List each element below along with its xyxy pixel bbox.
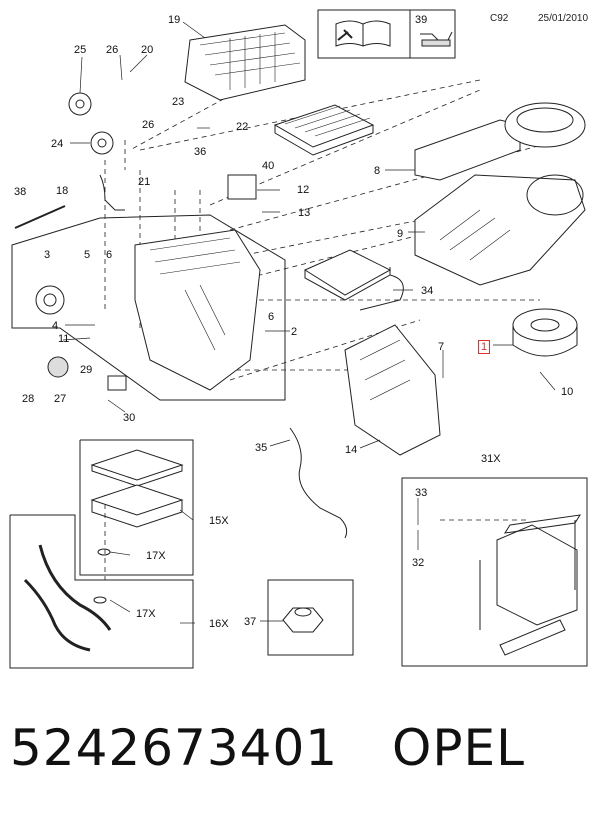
callout: 24 [51,138,64,150]
callout: 36 [194,146,207,158]
callout: 15X [209,515,229,527]
diagram-code: C92 [490,13,509,24]
pipe-16x [38,544,112,631]
callout: 16X [209,618,229,630]
manual-icon-box [317,9,456,59]
callout: 6 [106,249,113,261]
ref-number: 39 [415,14,428,26]
heater-group-outline [401,477,588,667]
callout: 2 [291,326,298,338]
callout: 29 [80,364,93,376]
heater-core-top [184,24,306,101]
callout: 21 [138,176,151,188]
callout: 20 [141,44,154,56]
callout: 23 [172,96,185,108]
harness-35 [289,427,348,539]
part-number: 5242673401 [10,719,339,777]
callout: 17X [146,550,166,562]
callout: 18 [56,185,69,197]
connector-12 [227,174,257,200]
blower-motor [512,308,578,357]
callout: 32 [412,557,425,569]
label-leaders [62,21,556,624]
heater-31x [479,514,581,656]
callout: 11 [58,333,70,345]
filter-group-outline [79,439,194,576]
callout: 35 [255,442,268,454]
callout: 17X [136,608,156,620]
pipe-group-outline [9,514,194,669]
evaporator [303,249,404,311]
gear-24 [90,131,114,155]
callout: 19 [168,14,181,26]
bracket-18 [99,174,125,211]
cabin-filter [273,104,375,156]
callout: 6 [268,311,275,323]
callout: 27 [54,393,67,405]
sensor-38 [14,205,66,229]
filters-15x [90,449,184,528]
callout: 25 [74,44,87,56]
callout: 31X [481,453,501,465]
lower-housing [344,324,441,456]
callout: 38 [14,186,27,198]
clip-29 [107,375,127,391]
callout: 30 [123,412,136,424]
callout: 22 [236,121,249,133]
callout: 33 [415,487,428,499]
callout: 34 [421,285,434,297]
callout: 4 [52,320,59,332]
callout-selected[interactable]: 1 [478,340,491,354]
callout: 37 [244,616,257,628]
gear-25 [68,92,92,116]
callout: 3 [44,249,51,261]
nut-group-outline [267,579,354,656]
callout: 40 [262,160,275,172]
gear-3 [35,285,65,315]
callout: 5 [84,249,91,261]
callout: 26 [142,119,155,131]
callout: 7 [438,341,445,353]
callout: 8 [374,165,381,177]
actuator-27 [47,356,69,378]
housing-group-outline [11,214,286,401]
callout: 12 [297,184,310,196]
brand-name: OPEL [392,719,525,777]
callout: 14 [345,444,358,456]
callout: 13 [298,207,311,219]
nut-37 [282,607,324,633]
callout: 28 [22,393,35,405]
blower-housing [414,174,586,286]
main-housing [134,229,261,391]
callout: 26 [106,44,119,56]
callout: 10 [561,386,574,398]
diagram-date: 25/01/2010 [538,13,589,24]
blower-duct [414,102,586,181]
callout: 9 [397,228,404,240]
